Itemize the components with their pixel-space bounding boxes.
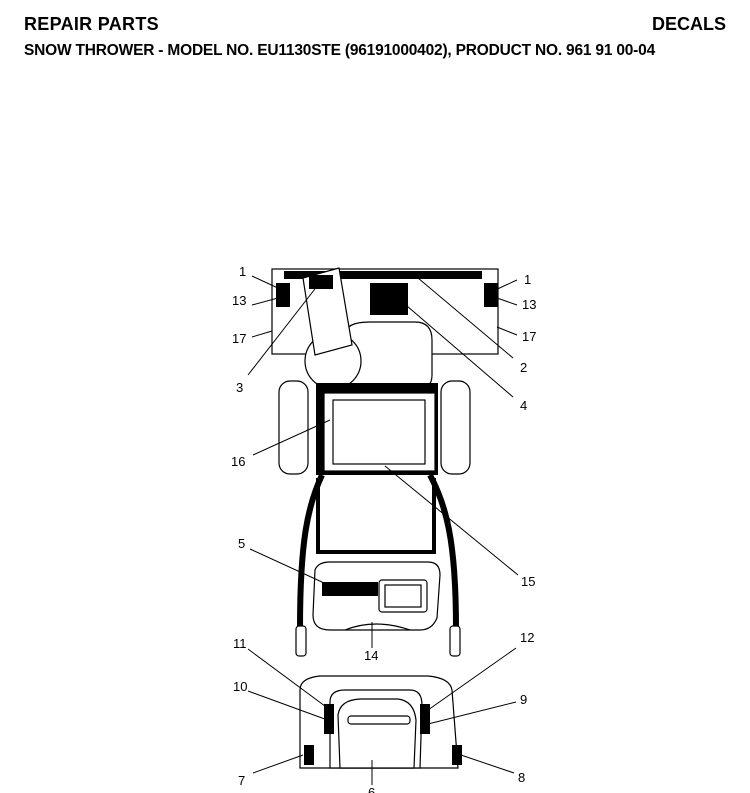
page-title: REPAIR PARTS — [24, 14, 159, 34]
callout-label: 9 — [520, 692, 527, 707]
callout-label: 1 — [524, 272, 531, 287]
callout-label: 13 — [522, 297, 536, 312]
callout-label: 17 — [522, 329, 536, 344]
callout-label: 8 — [518, 770, 525, 785]
callout-label: 4 — [520, 398, 527, 413]
callout-label: 7 — [238, 773, 245, 788]
callout-label: 3 — [236, 380, 243, 395]
callout-label: 12 — [520, 630, 534, 645]
page-subtitle: SNOW THROWER - MODEL NO. EU1130STE (9619… — [24, 42, 655, 60]
callout-label: 10 — [233, 679, 247, 694]
subtitle-prefix: SNOW THROWER - MODEL NO. — [24, 42, 254, 59]
subtitle-suffix: (96191000402), PRODUCT NO. 961 91 00-04 — [344, 42, 655, 59]
callout-label: 2 — [520, 360, 527, 375]
callout-label: 17 — [232, 331, 246, 346]
snowthrower-drawing — [271, 267, 499, 769]
callout-label: 5 — [238, 536, 245, 551]
callout-label: 15 — [521, 574, 535, 589]
callout-leaders — [247, 275, 519, 785]
callout-labels: 1 13 17 3 1 13 17 2 4 16 5 15 14 11 10 7… — [231, 264, 536, 793]
callout-label: 14 — [364, 648, 378, 663]
callout-label: 11 — [233, 636, 247, 651]
callout-label: 1 — [239, 264, 246, 279]
callout-label: 16 — [231, 454, 245, 469]
section-title: DECALS — [651, 14, 726, 34]
model-number: EU1130STE — [257, 42, 341, 59]
callout-label: 13 — [232, 293, 246, 308]
callout-label: 6 — [368, 785, 375, 793]
